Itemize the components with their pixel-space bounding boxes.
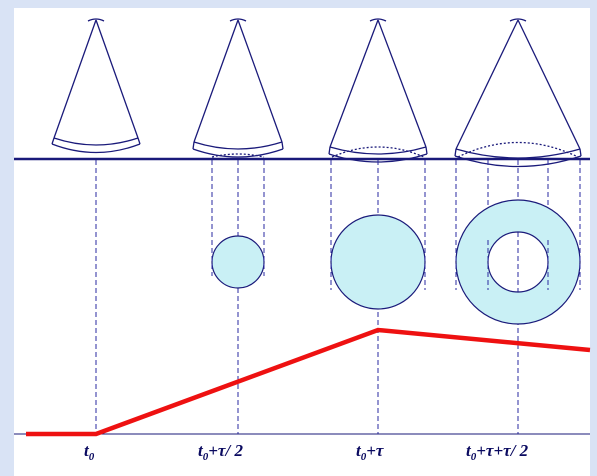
beam-edge-right bbox=[517, 19, 581, 150]
transducer-cap-icon bbox=[369, 18, 387, 22]
transducer-beam-2 bbox=[192, 18, 284, 158]
beam-edge-left bbox=[455, 19, 519, 150]
beam-edge-left bbox=[193, 19, 239, 143]
pulse-front-inner bbox=[193, 141, 283, 150]
pulse-front-dotted bbox=[211, 153, 265, 158]
beam-edge-left bbox=[53, 19, 97, 139]
beam-edge-right bbox=[237, 19, 283, 143]
time-labels: t0 t0+τ/ 2 t0+τ t0+τ+τ/ 2 bbox=[84, 441, 529, 463]
time-label-2: t0+τ/ 2 bbox=[198, 441, 243, 463]
echo-envelope-line bbox=[26, 327, 591, 437]
insonified-spots bbox=[211, 199, 581, 325]
pulse-front-outer bbox=[192, 148, 284, 158]
beam-edge-left bbox=[329, 19, 379, 148]
pulse-front-outer bbox=[51, 143, 141, 154]
transducer-beam-1 bbox=[51, 18, 141, 154]
time-label-4: t0+τ+τ/ 2 bbox=[466, 441, 529, 463]
pulse-front-inner bbox=[329, 146, 427, 155]
transducer-cap-icon bbox=[509, 18, 527, 22]
spot-disc-small bbox=[211, 235, 265, 289]
diagram-panel bbox=[14, 8, 590, 476]
transducer-beam-3 bbox=[328, 18, 428, 163]
time-label-1: t0 bbox=[84, 441, 95, 463]
pulse-front-dotted bbox=[331, 146, 425, 158]
spot-annulus bbox=[455, 199, 581, 325]
spot-disc-large bbox=[330, 214, 426, 310]
beam-edge-right bbox=[95, 19, 139, 139]
pulse-front-inner bbox=[53, 137, 139, 146]
transducer-cap-icon bbox=[87, 18, 105, 22]
transducer-cap-icon bbox=[229, 18, 247, 22]
beam-edge-right bbox=[377, 19, 427, 148]
time-label-3: t0+τ bbox=[356, 441, 384, 463]
